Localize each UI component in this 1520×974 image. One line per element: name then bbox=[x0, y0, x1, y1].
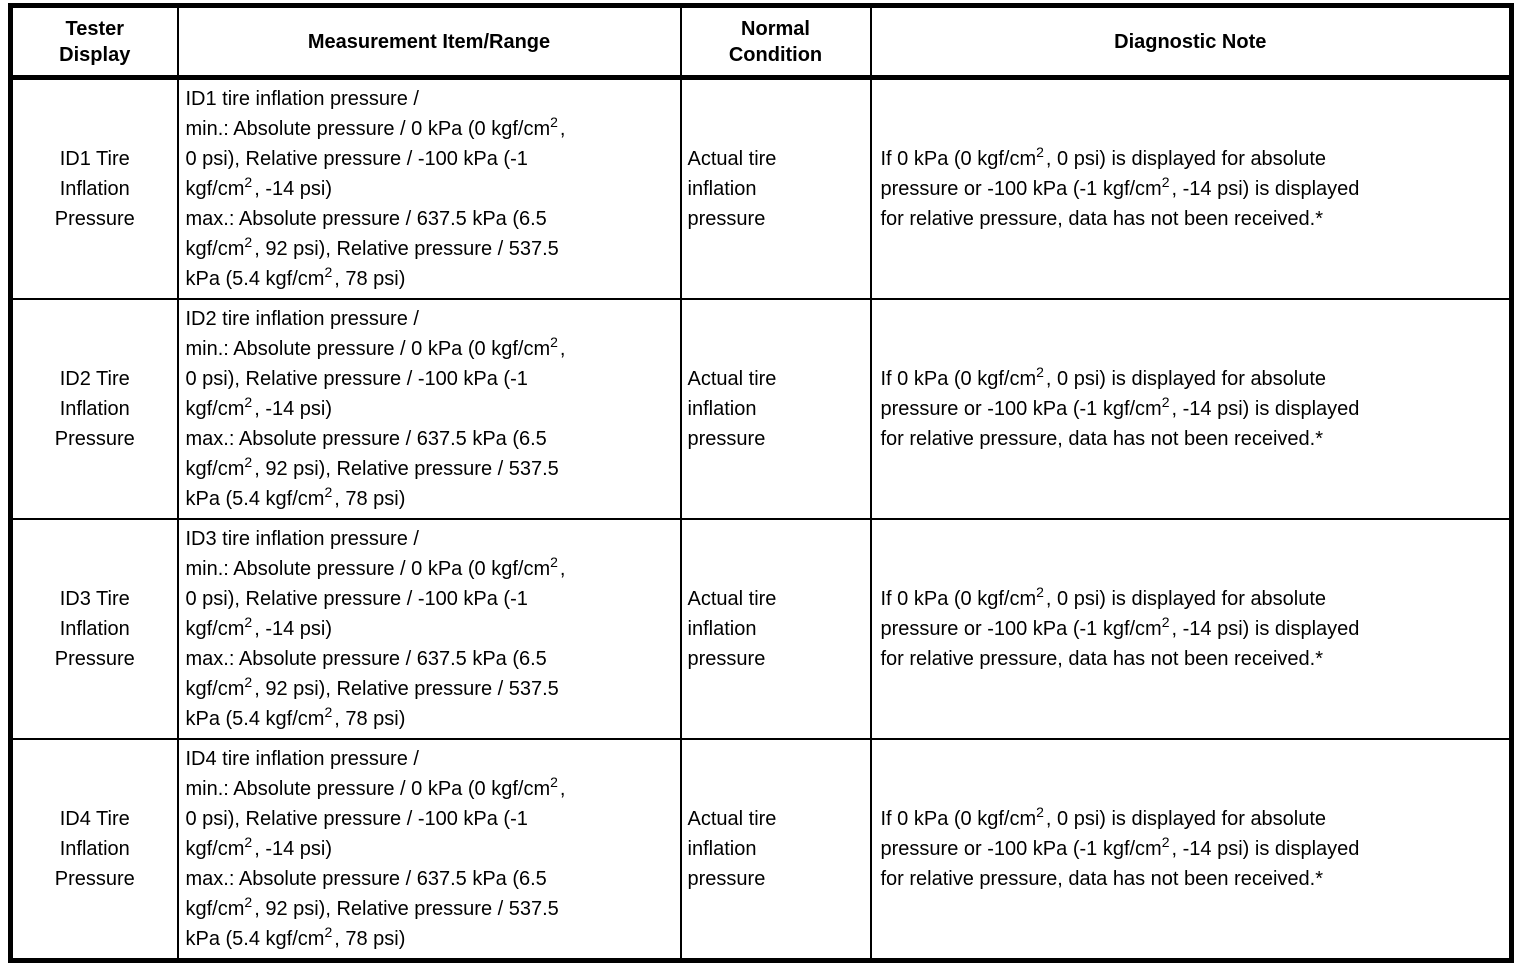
header-cell-measurement-item-range: Measurement Item/Range bbox=[176, 4, 682, 80]
header-row: Tester Display Measurement Item/Range No… bbox=[9, 4, 1513, 80]
cell-diagnostic-note: If 0 kPa (0 kgf/cm2, 0 psi) is displayed… bbox=[869, 738, 1513, 962]
cell-tester-display: ID1 Tire Inflation Pressure bbox=[9, 76, 179, 300]
cell-diagnostic-note: If 0 kPa (0 kgf/cm2, 0 psi) is displayed… bbox=[869, 76, 1513, 300]
cell-tester-display: ID4 Tire Inflation Pressure bbox=[9, 738, 179, 962]
header-cell-normal-condition: Normal Condition bbox=[679, 4, 872, 80]
table-row-id4: ID4 Tire Inflation Pressure ID4 tire inf… bbox=[9, 738, 1513, 962]
table-row-id2: ID2 Tire Inflation Pressure ID2 tire inf… bbox=[9, 298, 1513, 520]
cell-normal-condition: Actual tire inflation pressure bbox=[679, 738, 872, 962]
cell-diagnostic-note: If 0 kPa (0 kgf/cm2, 0 psi) is displayed… bbox=[869, 298, 1513, 520]
header-cell-tester-display: Tester Display bbox=[9, 4, 179, 80]
table-row-id3: ID3 Tire Inflation Pressure ID3 tire inf… bbox=[9, 518, 1513, 740]
tpms-data-list-table: Tester Display Measurement Item/Range No… bbox=[8, 3, 1514, 963]
cell-measurement-item-range: ID4 tire inflation pressure / min.: Abso… bbox=[176, 738, 682, 962]
cell-diagnostic-note: If 0 kPa (0 kgf/cm2, 0 psi) is displayed… bbox=[869, 518, 1513, 740]
cell-normal-condition: Actual tire inflation pressure bbox=[679, 518, 872, 740]
cell-normal-condition: Actual tire inflation pressure bbox=[679, 76, 872, 300]
header-cell-diagnostic-note: Diagnostic Note bbox=[869, 4, 1513, 80]
cell-measurement-item-range: ID3 tire inflation pressure / min.: Abso… bbox=[176, 518, 682, 740]
cell-tester-display: ID3 Tire Inflation Pressure bbox=[9, 518, 179, 740]
cell-tester-display: ID2 Tire Inflation Pressure bbox=[9, 298, 179, 520]
cell-measurement-item-range: ID1 tire inflation pressure / min.: Abso… bbox=[176, 76, 682, 300]
cell-normal-condition: Actual tire inflation pressure bbox=[679, 298, 872, 520]
cell-measurement-item-range: ID2 tire inflation pressure / min.: Abso… bbox=[176, 298, 682, 520]
table-row-id1: ID1 Tire Inflation Pressure ID1 tire inf… bbox=[9, 76, 1513, 300]
